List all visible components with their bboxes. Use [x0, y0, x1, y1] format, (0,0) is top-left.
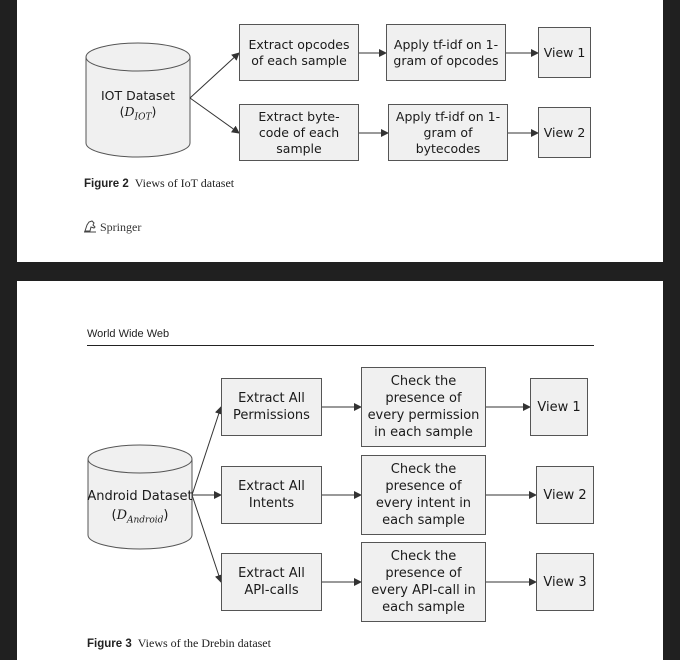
view1-box: View 1 — [538, 27, 591, 78]
iot-dataset-symbol: (DIOT) — [119, 104, 157, 123]
springer-horse-icon — [84, 220, 96, 233]
figure3-caption: Figure 3 Views of the Drebin dataset — [87, 636, 271, 651]
paper-page-bottom: World Wide Web Android Dataset (DAndroid… — [17, 281, 663, 660]
android-dataset-name: Android Dataset — [87, 489, 193, 504]
extract-opcodes-box: Extract opcodes of each sample — [239, 24, 359, 81]
arrow-dataset-to-apicalls — [191, 494, 223, 583]
springer-name: Springer — [100, 220, 142, 234]
android-view1-box: View 1 — [530, 378, 588, 436]
android-dataset-cylinder — [87, 444, 193, 550]
iot-dataset-cylinder — [85, 42, 191, 158]
arrow-dataset-to-opcodes — [189, 52, 240, 99]
figure3-diagram — [87, 403, 537, 586]
figure2-caption-label: Figure 2 — [84, 178, 129, 190]
iot-dataset-label: IOT Dataset (DIOT) — [86, 88, 190, 126]
arrow-dataset-to-bytecode — [189, 97, 240, 134]
android-dataset-label: Android Dataset (DAndroid) — [87, 487, 192, 531]
tfidf-bytecodes-box: Apply tf-idf on 1-gram of bytecodes — [388, 104, 508, 161]
iot-dataset-name: IOT Dataset — [100, 88, 176, 103]
view2-box: View 2 — [538, 107, 591, 158]
paper-page-top: IOT Dataset (DIOT) Extract opcodes of ea… — [17, 0, 663, 262]
figure3-caption-label: Figure 3 — [87, 638, 132, 650]
journal-header: World Wide Web — [87, 328, 170, 340]
header-rule — [87, 345, 594, 346]
android-view3-box: View 3 — [536, 553, 594, 611]
arrow-dataset-to-permissions — [191, 406, 223, 496]
check-intents-box: Check the presence of every intent in ea… — [361, 455, 486, 535]
android-dataset-symbol: (DAndroid) — [111, 508, 169, 526]
check-permissions-box: Check the presence of every permission i… — [361, 367, 486, 447]
check-apicalls-box: Check the presence of every API-call in … — [361, 542, 486, 622]
extract-bytecode-box: Extract byte-code of each sample — [239, 104, 359, 161]
figure3-caption-text: Views of the Drebin dataset — [137, 636, 271, 650]
figure2-caption-text: Views of IoT dataset — [134, 176, 235, 190]
extract-permissions-box: Extract All Permissions — [221, 378, 322, 436]
figure2-caption: Figure 2 Views of IoT dataset — [84, 176, 234, 191]
figure2-diagram — [85, 42, 539, 158]
tfidf-opcodes-box: Apply tf-idf on 1-gram of opcodes — [386, 24, 506, 81]
springer-footer: Springer — [83, 219, 141, 235]
extract-intents-box: Extract All Intents — [221, 466, 322, 524]
android-view2-box: View 2 — [536, 466, 594, 524]
extract-apicalls-box: Extract All API-calls — [221, 553, 322, 611]
